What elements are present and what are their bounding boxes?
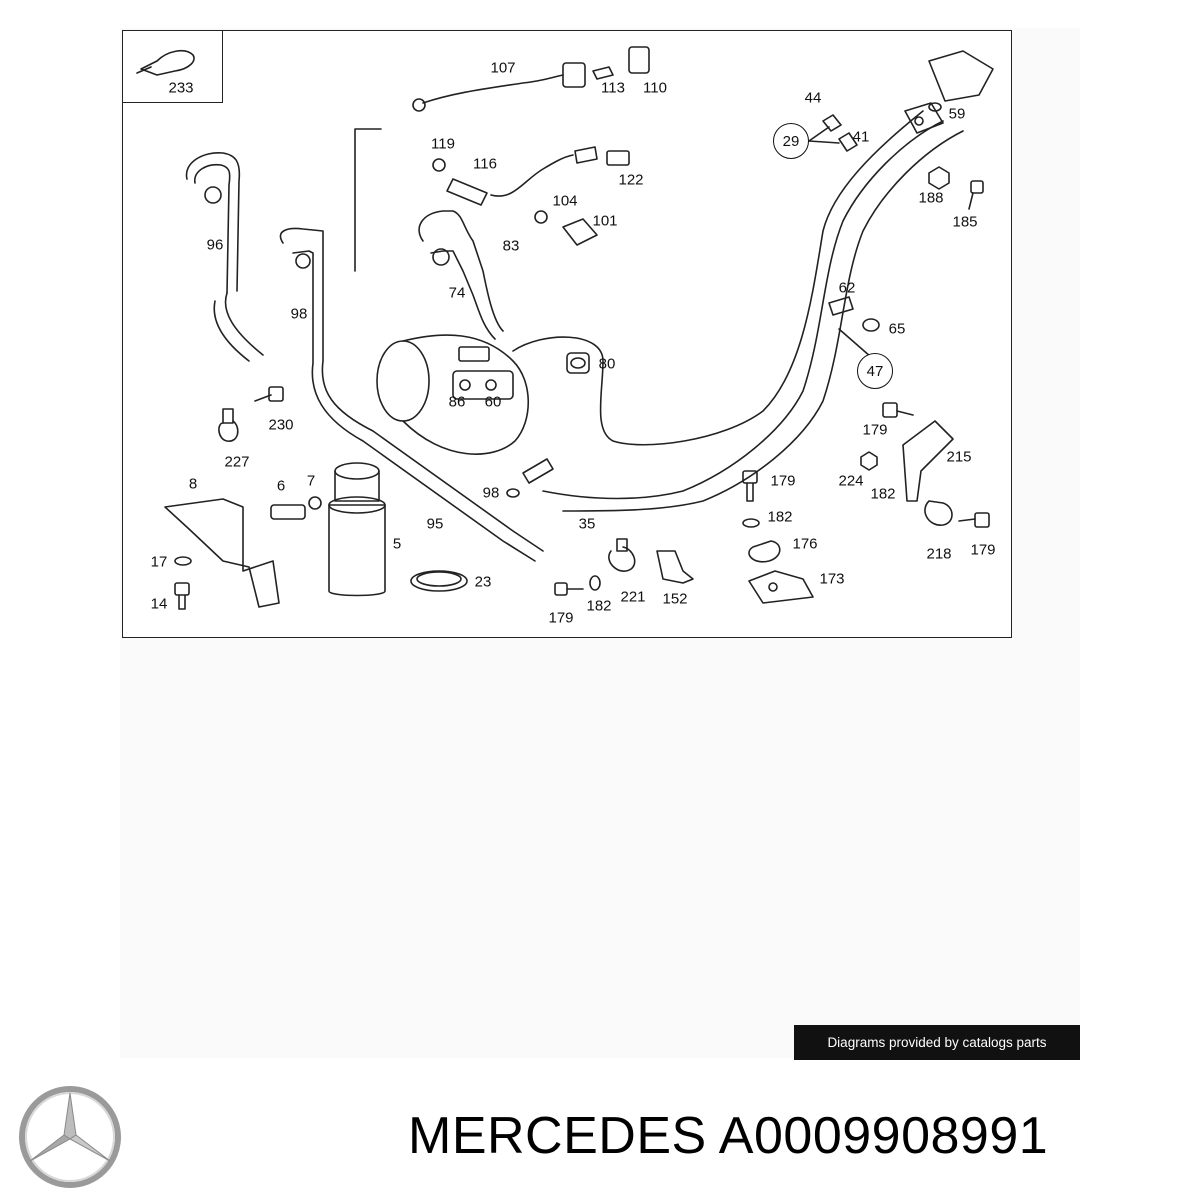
clamp-221 xyxy=(608,538,636,572)
bracket-8 xyxy=(164,498,280,608)
callout-224: 224 xyxy=(838,472,864,490)
bolt-179c xyxy=(882,402,914,418)
callout-173: 173 xyxy=(819,570,845,588)
bolt-179a xyxy=(554,575,601,596)
callout-80: 80 xyxy=(598,355,616,373)
circled-callout-29: 29 xyxy=(773,123,809,159)
clamp-23 xyxy=(410,570,468,592)
callout-6: 6 xyxy=(276,477,286,495)
leader-29 xyxy=(808,126,840,144)
callout-119: 119 xyxy=(431,135,455,153)
callout-41: 41 xyxy=(852,128,870,146)
callout-182-a: 182 xyxy=(586,597,612,615)
callout-5: 5 xyxy=(392,535,402,553)
flange xyxy=(904,102,944,134)
pipe-74 xyxy=(418,210,504,340)
callout-23: 23 xyxy=(474,573,492,591)
block-59 xyxy=(928,50,994,112)
callout-152: 152 xyxy=(662,590,688,608)
pipe-main xyxy=(279,227,544,562)
callout-179-c: 179 xyxy=(862,421,888,439)
brand-name: MERCEDES xyxy=(408,1107,707,1165)
mercedes-star-icon xyxy=(18,1085,122,1194)
callout-101: 101 xyxy=(592,212,618,230)
diagram-drawing xyxy=(136,46,994,610)
callout-98-lower: 98 xyxy=(482,484,500,502)
washer-182b xyxy=(742,518,760,528)
callout-188: 188 xyxy=(918,189,944,207)
pipe-96 xyxy=(185,152,264,362)
receiver-drier-5 xyxy=(328,462,386,597)
callout-83: 83 xyxy=(502,237,520,255)
parts-diagram: 233 107 113 110 119 116 122 104 101 83 7… xyxy=(122,30,1012,638)
leader-119 xyxy=(354,128,382,272)
callout-7: 7 xyxy=(306,472,316,490)
clamp-227 xyxy=(218,408,239,442)
bolt-230 xyxy=(254,386,284,402)
callout-113: 113 xyxy=(601,79,625,97)
callout-227: 227 xyxy=(224,453,250,471)
compressor xyxy=(376,334,530,455)
fitting-98 xyxy=(506,458,554,498)
bracket-152 xyxy=(656,550,694,584)
callout-110: 110 xyxy=(643,79,667,97)
callout-95: 95 xyxy=(426,515,444,533)
nut-224 xyxy=(860,451,878,471)
nut-188 xyxy=(928,166,950,190)
callout-116: 116 xyxy=(473,155,497,173)
callout-14: 14 xyxy=(150,595,168,613)
bushing-80 xyxy=(566,352,590,374)
fitting-6 xyxy=(270,496,322,520)
callout-8: 8 xyxy=(188,475,198,493)
callout-35: 35 xyxy=(578,515,596,533)
callout-122: 122 xyxy=(618,171,644,189)
callout-44: 44 xyxy=(804,89,822,107)
callout-179-a: 179 xyxy=(548,609,574,627)
callout-74: 74 xyxy=(448,284,466,302)
callout-182-b: 182 xyxy=(767,508,793,526)
callout-96: 96 xyxy=(206,236,224,254)
fitting-62-65 xyxy=(828,296,880,332)
clamp-176 xyxy=(748,540,781,563)
leader-47 xyxy=(838,328,872,358)
cable-tie-233 xyxy=(136,49,195,76)
switch-116 xyxy=(432,146,630,206)
part-title: MERCEDES A0009908991 xyxy=(408,1110,1048,1162)
callout-59: 59 xyxy=(948,105,966,123)
bolt-185 xyxy=(968,180,984,210)
callout-215: 215 xyxy=(946,448,972,466)
callout-104: 104 xyxy=(552,192,578,210)
credit-banner: Diagrams provided by catalogs parts xyxy=(794,1025,1080,1060)
inset-box xyxy=(123,31,223,103)
bolt-179d xyxy=(958,512,990,528)
callout-179-d: 179 xyxy=(970,541,996,559)
callout-179-b: 179 xyxy=(770,472,796,490)
callout-218: 218 xyxy=(926,545,952,563)
circled-callout-47: 47 xyxy=(857,353,893,389)
bolt-179b xyxy=(742,470,758,502)
long-pipes xyxy=(512,110,964,512)
bracket-215 xyxy=(902,420,954,502)
callout-233: 233 xyxy=(168,79,194,97)
callout-185: 185 xyxy=(952,213,978,231)
washer-17 xyxy=(174,556,192,566)
bolt-14 xyxy=(174,582,190,610)
switch-101 xyxy=(534,210,598,246)
callout-176: 176 xyxy=(792,535,818,553)
callout-65: 65 xyxy=(888,320,906,338)
clamp-218 xyxy=(924,500,953,526)
callout-17: 17 xyxy=(150,553,168,571)
callout-98: 98 xyxy=(290,305,308,323)
bracket-173 xyxy=(748,570,814,604)
callout-62: 62 xyxy=(838,279,856,297)
part-number: A0009908991 xyxy=(718,1107,1049,1165)
callout-107: 107 xyxy=(490,59,516,77)
callout-86: 86 xyxy=(448,393,466,411)
callout-60: 60 xyxy=(484,393,502,411)
harness-107 xyxy=(412,46,650,112)
callout-221: 221 xyxy=(620,588,646,606)
callout-230: 230 xyxy=(268,416,294,434)
callout-182-c: 182 xyxy=(870,485,896,503)
